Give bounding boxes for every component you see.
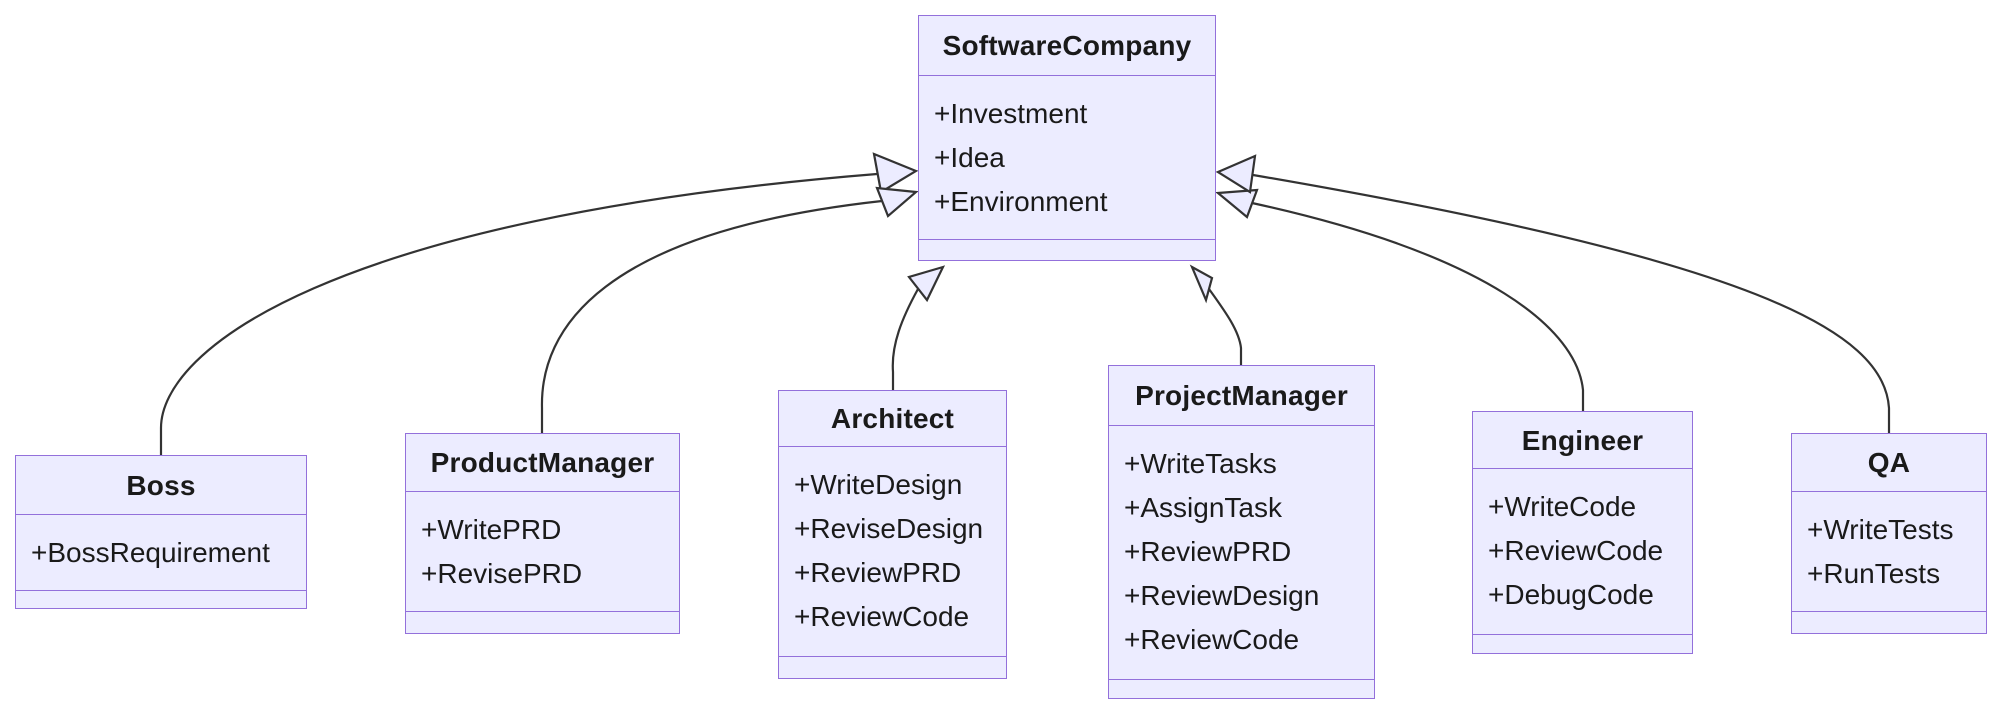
class-methods-section-empty [918,239,1216,262]
inheritance-edge-architect-to-softwarecompany [891,288,919,391]
inheritance-arrowhead-engineer-to-softwarecompany [1215,188,1259,219]
class-node-projectmanager: ProjectManager +WriteTasks +AssignTask +Rev… [1108,365,1375,700]
class-member: +DebugCode [1488,579,1654,611]
class-member: +WritePRD [421,514,562,546]
class-members-section: +WriteTasks +AssignTask +ReviewPRD +ReviewD… [1108,425,1375,682]
class-title: Architect [778,390,1007,448]
class-node-engineer: Engineer +WriteCode +ReviewCode +DebugCode [1472,411,1693,655]
class-methods-section-empty [15,590,307,610]
class-title: ProductManager [405,433,680,493]
class-members-section: +BossRequirement [15,514,307,593]
class-member: +WriteTests [1807,514,1954,546]
class-member: +Environment [934,186,1108,218]
class-member: +ReviewCode [1488,535,1664,567]
inheritance-edge-engineer-to-softwarecompany [1251,201,1585,411]
inheritance-arrowhead-projectmanager-to-softwarecompany [1189,264,1214,304]
class-methods-section-empty [778,656,1007,680]
class-members-section: +WritePRD +RevisePRD [405,491,680,614]
class-methods-section-empty [1791,611,1987,635]
inheritance-arrowhead-qa-to-softwarecompany [1215,154,1257,194]
class-node-productmanager: ProductManager +WritePRD +RevisePRD [405,433,680,635]
inheritance-edge-productmanager-to-softwarecompany [540,199,883,434]
inheritance-arrowhead-productmanager-to-softwarecompany [875,186,919,218]
inheritance-edge-qa-to-softwarecompany [1252,173,1891,434]
class-member: +Investment [934,98,1088,130]
class-member: +BossRequirement [31,537,270,569]
class-members-section: +WriteCode +ReviewCode +DebugCode [1472,468,1693,637]
class-member: +ReviewPRD [1124,536,1292,568]
class-member: +AssignTask [1124,492,1282,524]
class-member: +RevisePRD [421,558,583,590]
class-title: Boss [15,455,307,516]
class-node-boss: Boss +BossRequirement [15,455,307,610]
class-member: +WriteDesign [794,469,963,501]
class-title: QA [1791,433,1987,493]
class-members-section: +Investment +Idea +Environment [918,75,1216,242]
class-member: +RunTests [1807,558,1941,590]
inheritance-arrowhead-boss-to-softwarecompany [872,152,919,194]
class-title: ProjectManager [1108,365,1375,427]
class-methods-section-empty [1472,634,1693,655]
class-member: +ReviewCode [1124,624,1300,656]
class-node-softwarecompany: SoftwareCompany +Investment +Idea +Environm… [918,15,1216,262]
inheritance-arrowhead-architect-to-softwarecompany [907,265,946,303]
class-node-architect: Architect +WriteDesign +ReviseDesign +Revie… [778,390,1007,680]
class-member: +ReviewPRD [794,557,962,589]
class-title: Engineer [1472,411,1693,470]
class-member: +ReviewCode [794,601,970,633]
class-member: +Idea [934,142,1005,174]
class-member: +ReviseDesign [794,513,984,545]
class-member: +WriteTasks [1124,448,1277,480]
class-members-section: +WriteTests +RunTests [1791,491,1987,614]
class-node-qa: QA +WriteTests +RunTests [1791,433,1987,635]
inheritance-edge-projectmanager-to-softwarecompany [1208,288,1243,366]
class-methods-section-empty [405,611,680,635]
inheritance-edge-boss-to-softwarecompany [159,172,878,456]
class-member: +WriteCode [1488,491,1637,523]
class-methods-section-empty [1108,679,1375,700]
class-title: SoftwareCompany [918,15,1216,77]
class-member: +ReviewDesign [1124,580,1320,612]
class-members-section: +WriteDesign +ReviseDesign +ReviewPRD +Revi… [778,446,1007,659]
